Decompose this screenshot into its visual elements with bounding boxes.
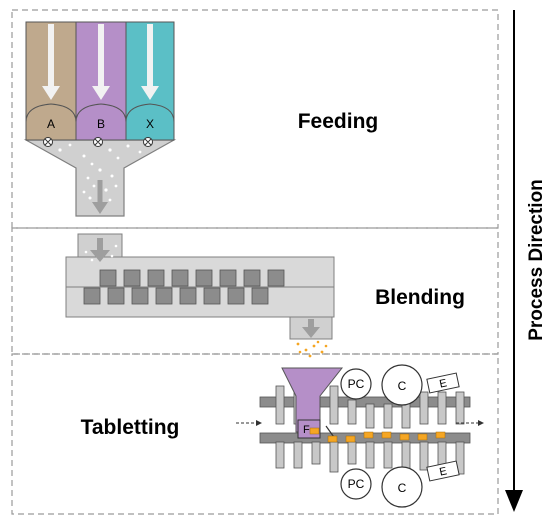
feeding-title: Feeding (298, 110, 379, 133)
process-direction-label: Process Direction (526, 179, 547, 341)
blending-title: Blending (375, 286, 465, 309)
feed-frame-label: F (303, 424, 310, 436)
lower-pc-label: PC (348, 477, 365, 491)
blended-powder-particles (296, 340, 328, 358)
powder-particles-feeding (58, 143, 142, 202)
upper-c-label: C (398, 379, 407, 393)
lower-e-label: E (438, 465, 448, 478)
blender-group (65, 233, 335, 358)
blender-paddles (83, 269, 285, 305)
lower-compression-roller (381, 466, 423, 508)
upper-compression-roller (381, 364, 423, 406)
upper-e-label: E (438, 377, 448, 390)
upper-pc-label: PC (348, 377, 365, 391)
upper-precompression-roller (340, 368, 372, 400)
tablets (309, 427, 446, 443)
tabletting-frame (11, 353, 499, 515)
tablet-press-group: F PC C PC C E E (236, 364, 484, 508)
lower-punches (275, 441, 465, 475)
feeder-b-label: B (97, 117, 105, 131)
feeder-flow-arrows (42, 24, 159, 100)
lower-ejection-cam: E (426, 460, 460, 482)
upper-ejection-cam: E (426, 372, 460, 394)
feeders-group: A B X (23, 21, 177, 217)
lower-c-label: C (398, 481, 407, 495)
tabletting-title: Tabletting (81, 416, 180, 439)
feeding-frame (11, 9, 499, 229)
feeder-screw-icons (43, 137, 153, 147)
feeder-a-label: A (47, 117, 55, 131)
feeder-x-label: X (146, 117, 154, 131)
lower-precompression-roller (340, 468, 372, 500)
upper-punch-rail (259, 396, 471, 408)
